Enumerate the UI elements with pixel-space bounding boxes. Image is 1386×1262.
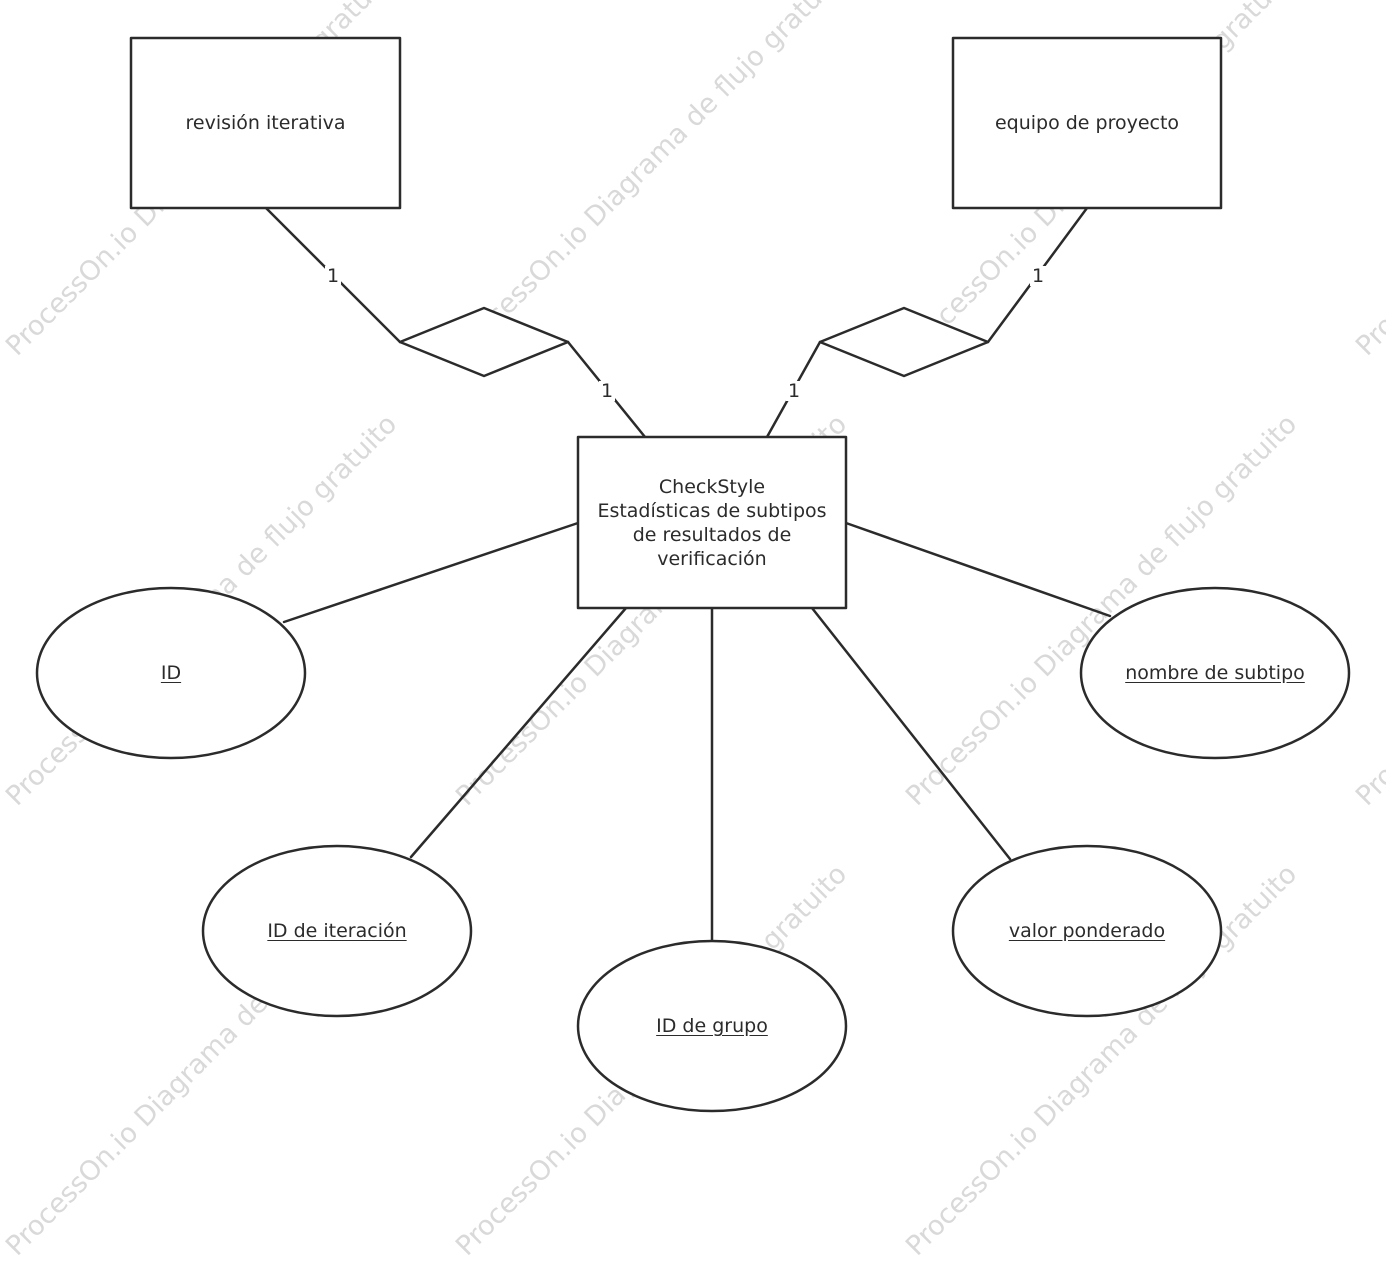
- attribute-iteration-id-text: ID de iteración: [267, 920, 407, 942]
- attribute-group-id-ellipse[interactable]: [576, 939, 848, 1113]
- attribute-weighted-value-text: valor ponderado: [1008, 920, 1166, 942]
- attribute-id-label: ID: [37, 588, 305, 758]
- cardinality-left-top: 1: [325, 265, 342, 287]
- er-diagram-canvas: [35, 36, 1351, 1113]
- cardinality-right-bottom: 1: [786, 380, 803, 402]
- entity-main[interactable]: [576, 435, 848, 610]
- attribute-id-text: ID: [160, 662, 182, 684]
- attribute-weighted-value-ellipse[interactable]: [951, 844, 1223, 1018]
- connector-id[interactable]: [282, 521, 580, 624]
- relationship-right-diamond[interactable]: [818, 306, 990, 378]
- attribute-iteration-id-ellipse[interactable]: [201, 844, 473, 1018]
- connector-weighted-value[interactable]: [810, 606, 1012, 861]
- entity-right[interactable]: [951, 36, 1223, 210]
- entity-main-label: CheckStyle Estadísticas de subtipos de r…: [597, 475, 827, 570]
- cardinality-left-bottom: 1: [599, 380, 616, 402]
- attribute-group-id-text: ID de grupo: [656, 1015, 768, 1037]
- attribute-subtype-name-label: nombre de subtipo: [1081, 588, 1349, 758]
- attribute-weighted-value-label: valor ponderado: [953, 846, 1221, 1016]
- attribute-group-id-label: ID de grupo: [578, 941, 846, 1111]
- attribute-subtype-name-text: nombre de subtipo: [1125, 662, 1305, 684]
- cardinality-right-top: 1: [1030, 265, 1047, 287]
- attribute-subtype-name-ellipse[interactable]: [1079, 586, 1351, 760]
- entity-right-label: equipo de proyecto: [994, 112, 1180, 134]
- entity-left-label: revisión iterativa: [185, 112, 346, 134]
- attribute-id-ellipse[interactable]: [35, 586, 307, 760]
- relationship-left-diamond[interactable]: [398, 306, 570, 378]
- attribute-iteration-id-label: ID de iteración: [203, 846, 471, 1016]
- entity-left[interactable]: [129, 36, 402, 210]
- connector-iteration-id[interactable]: [409, 606, 628, 859]
- connector-subtype-name[interactable]: [844, 521, 1112, 618]
